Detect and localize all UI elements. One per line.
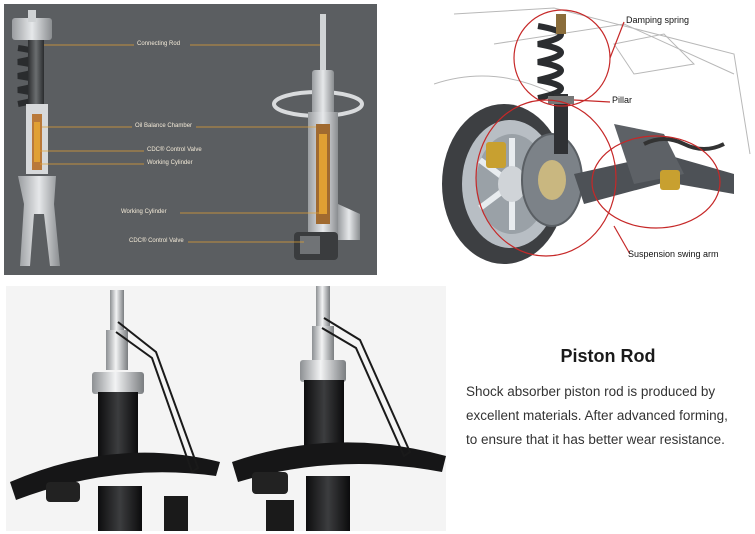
cutaway-illustration [12,10,364,266]
shock-absorber-pair-illustration [10,286,446,531]
description-line-3: to ensure that it has better wear resist… [466,432,725,447]
label-suspension-swing-arm: Suspension swing arm [628,249,719,259]
callout-cdc-control-valve-lower: CDC® Control Valve [129,238,184,244]
piston-rod-title: Piston Rod [560,346,656,366]
label-pillar: Pillar [612,95,633,105]
shock-absorber-cutaway-image: Connecting Rod Oil Balance Chamber CDC® … [4,4,377,275]
callout-working-cylinder-lower: Working Cylinder [121,209,167,215]
callout-connecting-rod: Connecting Rod [137,41,181,47]
description-line-1: Shock absorber piston rod is produced by [466,384,716,399]
callout-cdc-control-valve-upper: CDC® Control Valve [147,147,202,153]
wheel-suspension-diagram: Damping spring Pillar Suspension swing a… [434,4,752,268]
shock-absorber-product-photo [6,286,446,531]
callout-working-cylinder-upper: Working Cylinder [147,160,193,166]
description-line-2: excellent materials. After advanced form… [466,408,728,423]
callout-oil-balance-chamber: Oil Balance Chamber [135,123,193,129]
label-damping-spring: Damping spring [626,15,690,25]
suspension-illustration [434,7,751,264]
